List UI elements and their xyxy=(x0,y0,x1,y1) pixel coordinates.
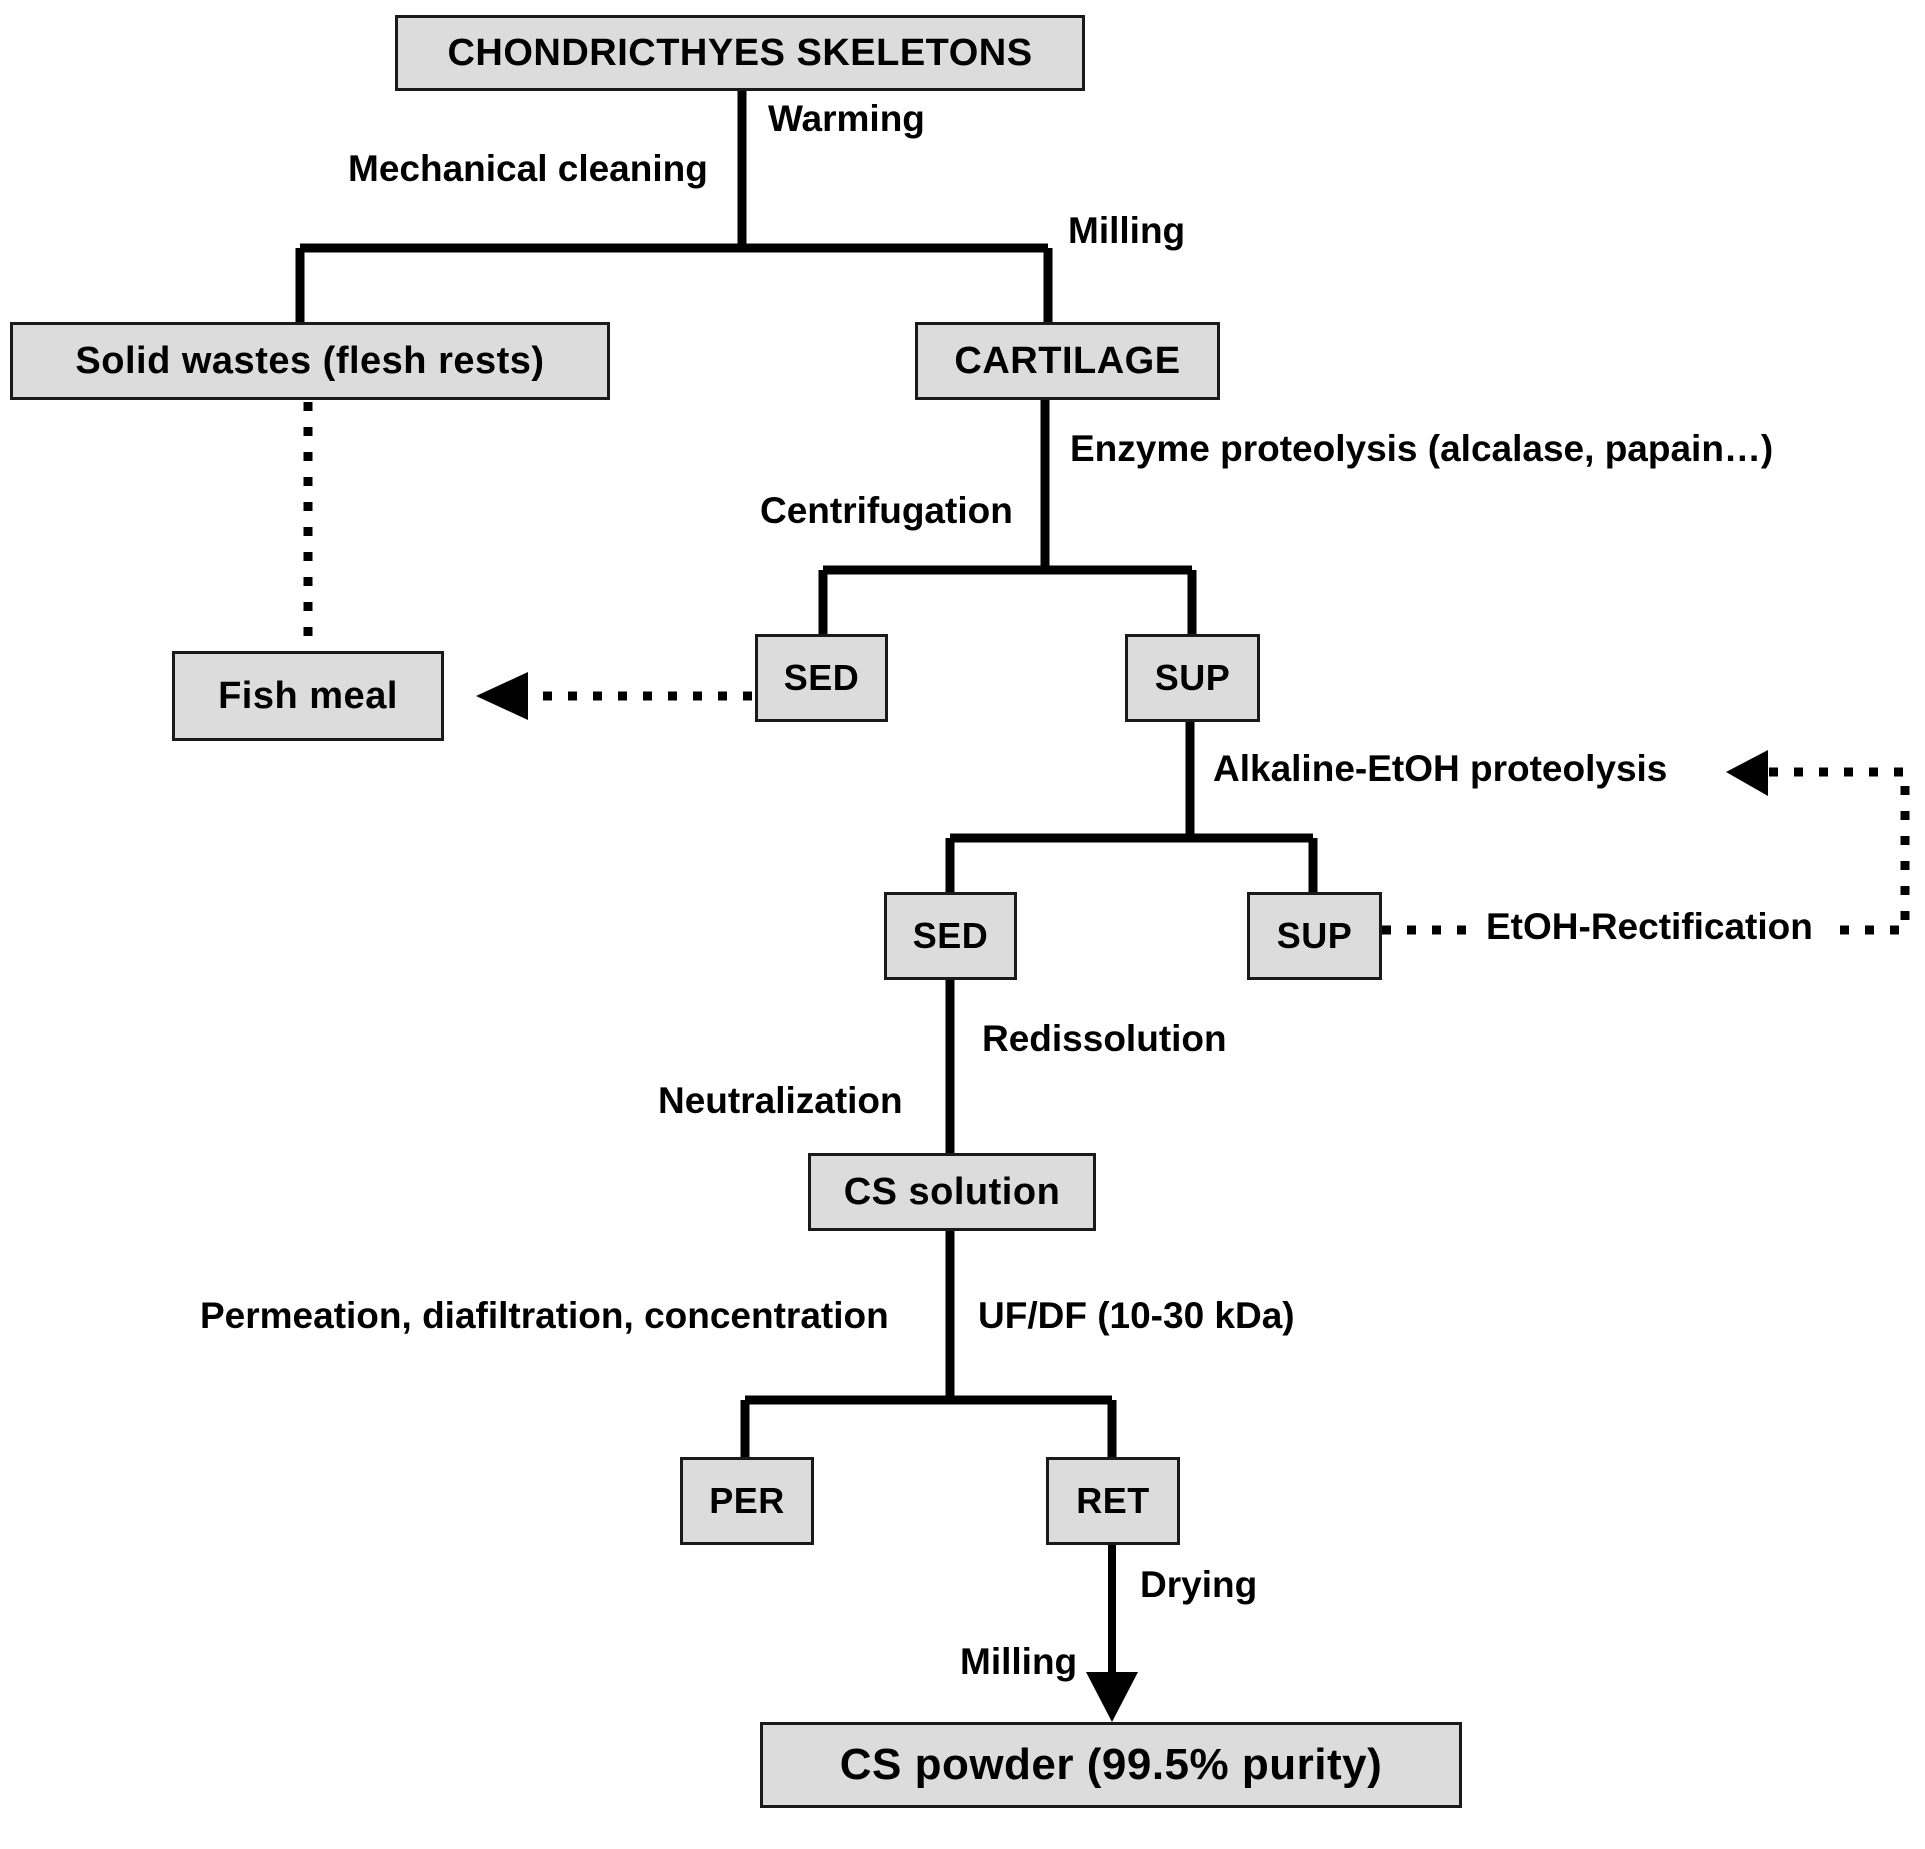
arrowhead-fishmeal-left xyxy=(476,672,528,720)
wire-etoh-loop xyxy=(1762,767,1910,935)
label-drying: Drying xyxy=(1140,1564,1258,1605)
node-fish-meal-label: Fish meal xyxy=(218,675,398,717)
node-per[interactable]: PER xyxy=(680,1457,814,1545)
node-ret[interactable]: RET xyxy=(1046,1457,1180,1545)
node-cartilage[interactable]: CARTILAGE xyxy=(915,322,1220,400)
node-cs-solution-label: CS solution xyxy=(843,1171,1061,1213)
node-skeletons[interactable]: CHONDRICTHYES SKELETONS xyxy=(395,15,1085,91)
node-sup-1[interactable]: SUP xyxy=(1125,634,1260,722)
node-sup-2[interactable]: SUP xyxy=(1247,892,1382,980)
label-milling-bottom: Milling xyxy=(960,1641,1078,1682)
arrowhead-cspowder xyxy=(1086,1672,1138,1722)
label-centrifugation: Centrifugation xyxy=(760,490,1013,531)
node-sup-2-label: SUP xyxy=(1276,915,1353,956)
node-cs-solution[interactable]: CS solution xyxy=(808,1153,1096,1231)
node-cs-powder[interactable]: CS powder (99.5% purity) xyxy=(760,1722,1462,1808)
node-sed-1-label: SED xyxy=(783,657,860,698)
node-ret-label: RET xyxy=(1076,1480,1150,1521)
label-warming: Warming xyxy=(768,98,925,139)
node-skeletons-label: CHONDRICTHYES SKELETONS xyxy=(447,32,1033,74)
node-sed-2[interactable]: SED xyxy=(884,892,1017,980)
arrowhead-alkaline-etoh xyxy=(1726,750,1768,796)
node-per-label: PER xyxy=(709,1480,785,1521)
label-redissolution: Redissolution xyxy=(982,1018,1227,1059)
node-solid-wastes-label: Solid wastes (flesh rests) xyxy=(75,340,545,382)
node-solid-wastes[interactable]: Solid wastes (flesh rests) xyxy=(10,322,610,400)
label-enzyme-proteolysis: Enzyme proteolysis (alcalase, papain…) xyxy=(1070,428,1774,469)
node-fish-meal[interactable]: Fish meal xyxy=(172,651,444,741)
label-etoh-rectification: EtOH-Rectification xyxy=(1486,906,1813,947)
node-sup-1-label: SUP xyxy=(1154,657,1231,698)
node-cs-powder-label: CS powder (99.5% purity) xyxy=(839,1740,1383,1789)
node-sed-1[interactable]: SED xyxy=(755,634,888,722)
label-mechanical-cleaning: Mechanical cleaning xyxy=(348,148,708,189)
label-alkaline-etoh-proteolysis: Alkaline-EtOH proteolysis xyxy=(1213,748,1668,789)
node-cartilage-label: CARTILAGE xyxy=(954,340,1181,382)
label-permeation: Permeation, diafiltration, concentration xyxy=(200,1295,889,1336)
label-milling-top: Milling xyxy=(1068,210,1186,251)
node-sed-2-label: SED xyxy=(912,915,989,956)
label-ufdf: UF/DF (10-30 kDa) xyxy=(978,1295,1295,1336)
label-neutralization: Neutralization xyxy=(658,1080,903,1121)
